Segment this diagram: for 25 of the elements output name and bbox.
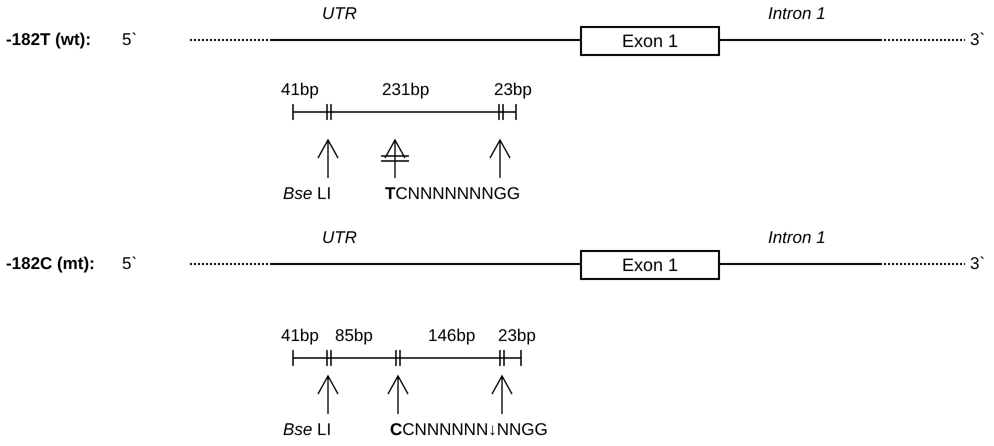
enzyme-name: Bse LI xyxy=(283,420,332,440)
fragment-size: 23bp xyxy=(498,326,536,346)
region-label: UTR xyxy=(322,4,357,24)
allele-label: -182C (mt): xyxy=(6,254,95,274)
enzyme-name: Bse LI xyxy=(283,184,332,204)
recognition-sequence: CCNNNNNN↓NNGG xyxy=(390,420,548,440)
allele-label: -182T (wt): xyxy=(6,30,91,50)
recognition-sequence: TCNNNNNNNGG xyxy=(385,184,520,204)
fragment-size: 146bp xyxy=(428,326,476,346)
end-label: 5` xyxy=(122,30,138,50)
exon-box xyxy=(580,26,720,56)
end-label: 3` xyxy=(970,254,986,274)
fragment-size: 85bp xyxy=(335,326,373,346)
region-label: Intron 1 xyxy=(768,228,826,248)
exon-label: Exon 1 xyxy=(622,255,678,275)
exon-label: Exon 1 xyxy=(622,31,678,51)
end-label: 3` xyxy=(970,30,986,50)
region-label: UTR xyxy=(322,228,357,248)
fragment-size: 23bp xyxy=(494,80,532,100)
fragment-size: 231bp xyxy=(382,80,430,100)
fragment-size: 41bp xyxy=(281,80,319,100)
region-label: Intron 1 xyxy=(768,4,826,24)
exon-box xyxy=(580,250,720,280)
end-label: 5` xyxy=(122,254,138,274)
fragment-size: 41bp xyxy=(281,326,319,346)
